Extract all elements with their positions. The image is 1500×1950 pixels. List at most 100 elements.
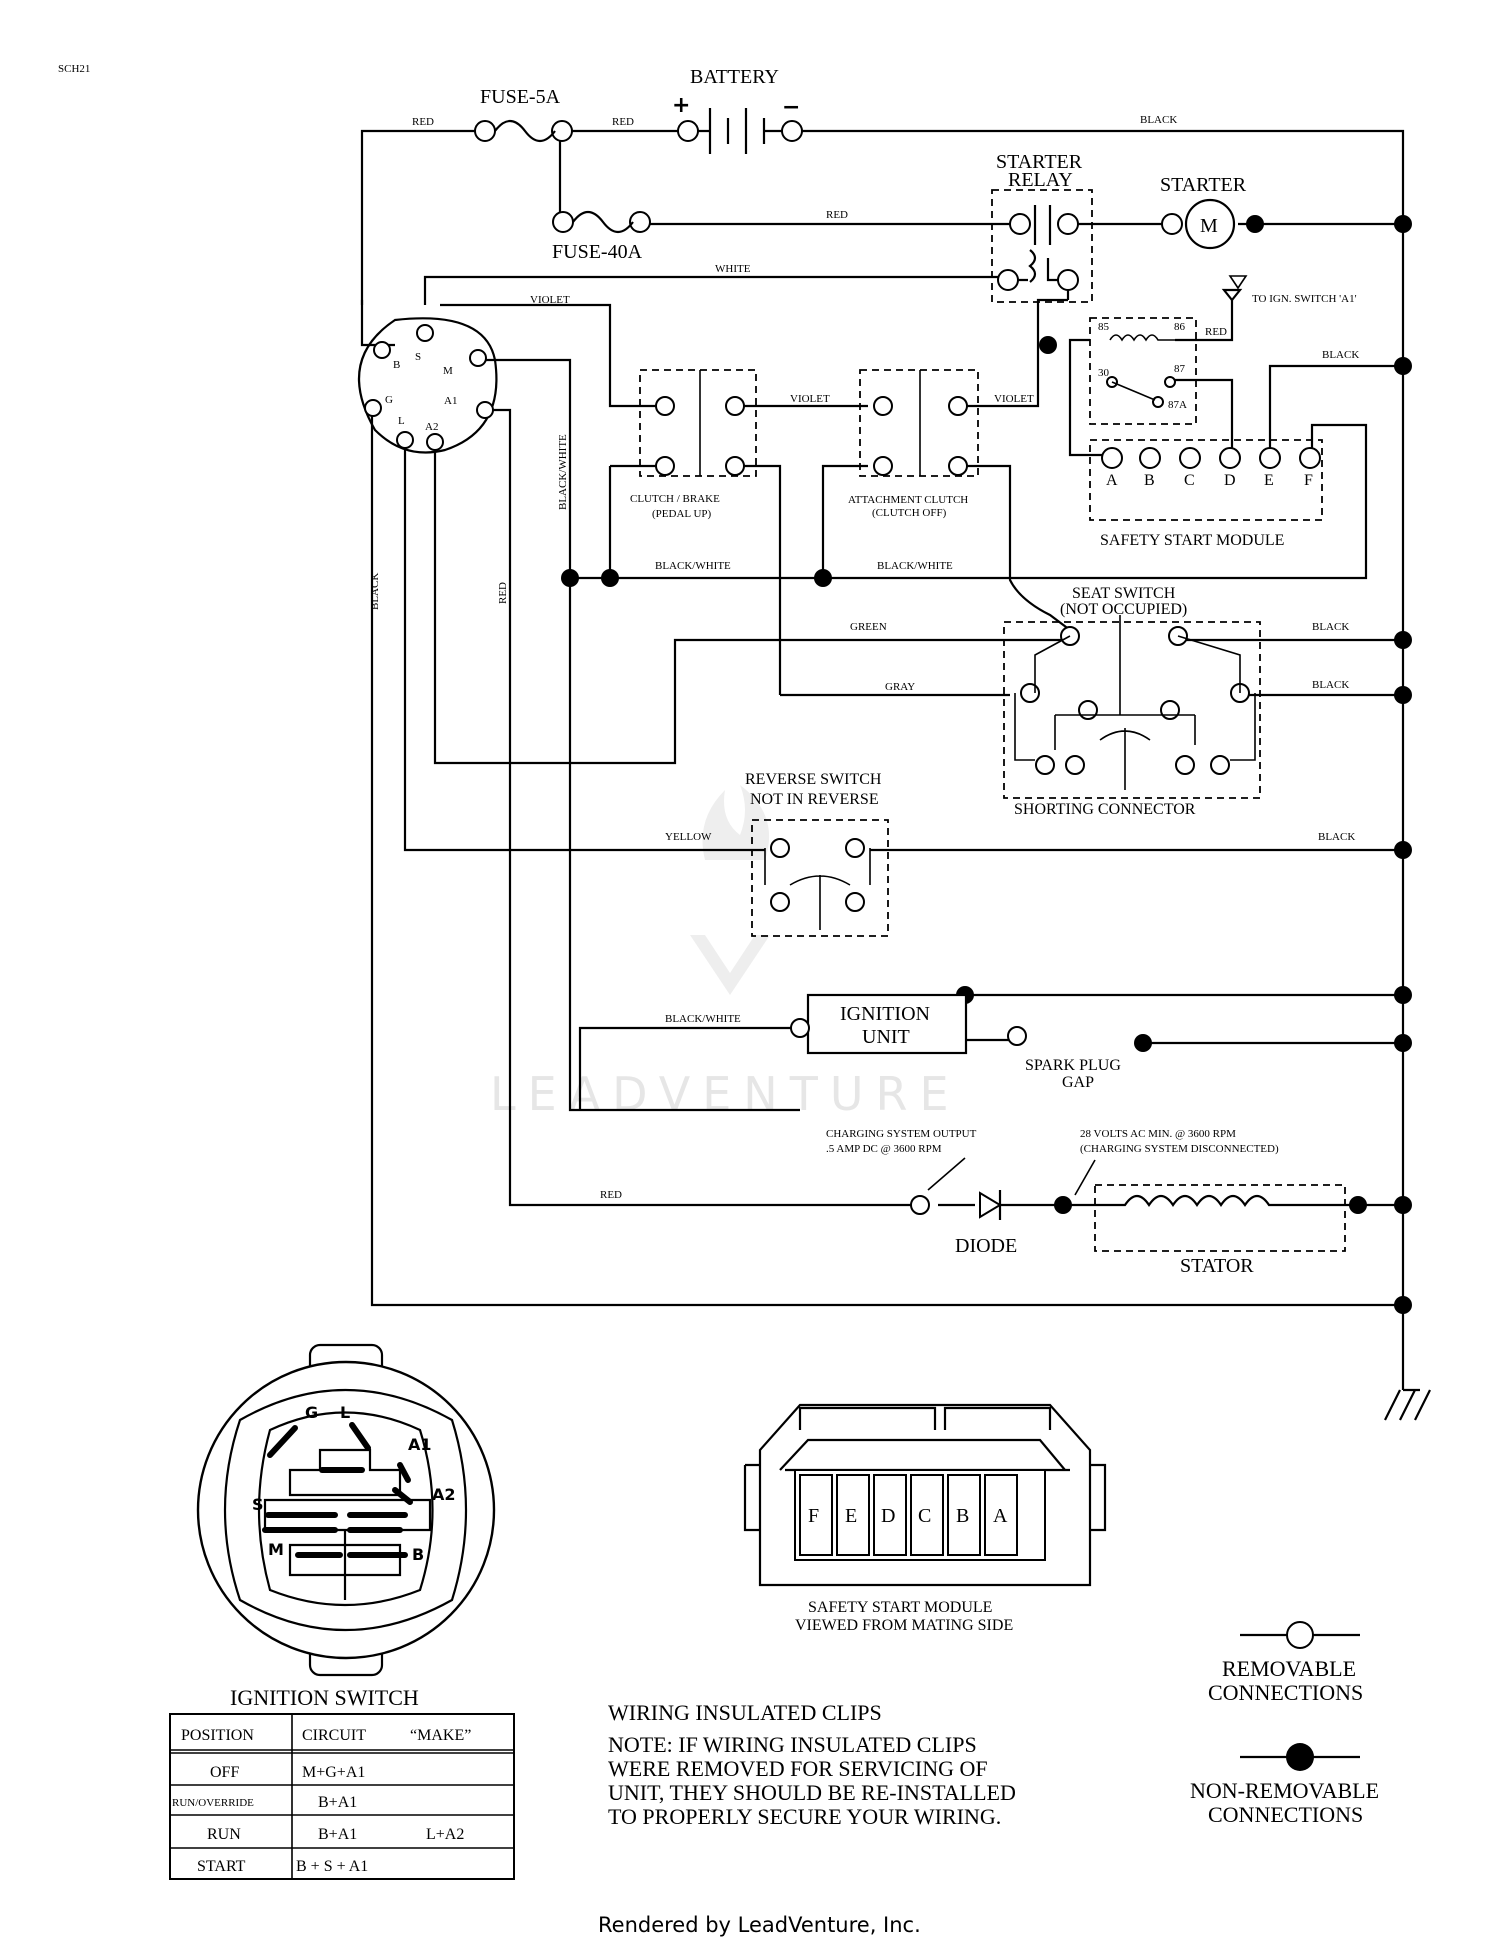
safety-relay: 85 86 30 87 87A bbox=[1089, 317, 1197, 425]
footer-credit: Rendered by LeadVenture, Inc. bbox=[598, 1913, 921, 1937]
svg-text:BLACK: BLACK bbox=[1140, 114, 1177, 126]
svg-text:B: B bbox=[1144, 472, 1155, 489]
svg-text:G: G bbox=[385, 394, 393, 406]
legend: REMOVABLE CONNECTIONS NON-REMOVABLE CONN… bbox=[1190, 1621, 1379, 1827]
svg-text:B + S + A1: B + S + A1 bbox=[296, 1858, 368, 1875]
svg-text:RUN: RUN bbox=[207, 1826, 241, 1843]
watermark: LEADVENTURE bbox=[490, 785, 961, 1121]
svg-text:BLACK: BLACK bbox=[369, 573, 381, 610]
svg-text:UNIT: UNIT bbox=[862, 1026, 910, 1048]
safety-start-module: A B C D E F SAFETY START MODULE bbox=[1089, 439, 1323, 549]
svg-text:WHITE: WHITE bbox=[715, 263, 751, 275]
svg-text:SAFETY START MODULE: SAFETY START MODULE bbox=[1100, 532, 1284, 549]
svg-text:(NOT OCCUPIED): (NOT OCCUPIED) bbox=[1060, 601, 1187, 618]
svg-text:STARTER: STARTER bbox=[1160, 174, 1247, 196]
svg-text:NON-REMOVABLE: NON-REMOVABLE bbox=[1190, 1778, 1379, 1803]
svg-text:D: D bbox=[881, 1505, 895, 1527]
svg-text:E: E bbox=[845, 1505, 857, 1527]
wiring-clips-note: WIRING INSULATED CLIPS NOTE: IF WIRING I… bbox=[608, 1700, 1016, 1829]
svg-text:87A: 87A bbox=[1168, 399, 1187, 411]
svg-text:BLACK/WHITE: BLACK/WHITE bbox=[877, 560, 953, 572]
svg-text:FUSE-40A: FUSE-40A bbox=[552, 241, 643, 263]
svg-text:GREEN: GREEN bbox=[850, 621, 887, 633]
svg-text:TO IGN. SWITCH 'A1': TO IGN. SWITCH 'A1' bbox=[1252, 293, 1357, 305]
svg-text:M+G+A1: M+G+A1 bbox=[302, 1764, 365, 1781]
ignition-switch-table: POSITION CIRCUIT “MAKE” OFF M+G+A1 RUN/O… bbox=[169, 1713, 515, 1880]
ign-switch-a1-tag: TO IGN. SWITCH 'A1' bbox=[1221, 275, 1357, 305]
svg-text:D: D bbox=[1224, 472, 1236, 489]
wires bbox=[360, 129, 1431, 1421]
starter-relay: STARTER RELAY bbox=[991, 151, 1093, 303]
svg-text:BLACK/WHITE: BLACK/WHITE bbox=[655, 560, 731, 572]
svg-text:B+A1: B+A1 bbox=[318, 1826, 357, 1843]
svg-text:L+A2: L+A2 bbox=[426, 1826, 464, 1843]
svg-text:START: START bbox=[197, 1858, 246, 1875]
svg-text:CLUTCH / BRAKE: CLUTCH / BRAKE bbox=[630, 493, 720, 505]
svg-text:BLACK: BLACK bbox=[1312, 679, 1349, 691]
svg-text:BLACK: BLACK bbox=[1322, 349, 1359, 361]
battery-minus-sign: − bbox=[782, 95, 800, 120]
svg-text:RUN/OVERRIDE: RUN/OVERRIDE bbox=[172, 1797, 254, 1809]
safety-start-module-view: F E D C B A SAFETY START MODULE VIEWED F… bbox=[743, 1403, 1107, 1634]
sheet-code: SCH21 bbox=[58, 63, 90, 75]
svg-text:RED: RED bbox=[412, 116, 434, 128]
svg-text:VIOLET: VIOLET bbox=[790, 393, 830, 405]
svg-text:(CLUTCH OFF): (CLUTCH OFF) bbox=[872, 507, 947, 519]
svg-text:B: B bbox=[956, 1505, 969, 1527]
svg-text:RED: RED bbox=[826, 209, 848, 221]
attachment-clutch-switch: ATTACHMENT CLUTCH (CLUTCH OFF) bbox=[848, 369, 979, 519]
svg-text:.5 AMP DC @ 3600 RPM: .5 AMP DC @ 3600 RPM bbox=[826, 1143, 942, 1155]
ignition-switch-face: G L A1 A2 S M B IGNITION SWITCH bbox=[196, 1343, 496, 1710]
svg-text:RED: RED bbox=[600, 1189, 622, 1201]
svg-text:VIOLET: VIOLET bbox=[994, 393, 1034, 405]
svg-text:CONNECTIONS: CONNECTIONS bbox=[1208, 1680, 1363, 1705]
svg-text:CIRCUIT: CIRCUIT bbox=[302, 1727, 366, 1744]
svg-text:GAP: GAP bbox=[1062, 1074, 1094, 1091]
svg-text:SEAT SWITCH: SEAT SWITCH bbox=[1072, 585, 1176, 602]
svg-text:RELAY: RELAY bbox=[1008, 169, 1073, 191]
svg-text:A2: A2 bbox=[425, 421, 438, 433]
svg-text:A1: A1 bbox=[408, 1435, 432, 1454]
ignition-switch-connector: B S M G A1 L A2 bbox=[357, 317, 498, 454]
svg-text:STATOR: STATOR bbox=[1180, 1255, 1254, 1277]
svg-text:B: B bbox=[393, 359, 400, 371]
watermark-text: LEADVENTURE bbox=[490, 1067, 961, 1121]
svg-text:(PEDAL UP): (PEDAL UP) bbox=[652, 508, 712, 520]
svg-text:A: A bbox=[1106, 472, 1118, 489]
svg-text:C: C bbox=[918, 1505, 931, 1527]
svg-text:VIEWED FROM MATING SIDE: VIEWED FROM MATING SIDE bbox=[795, 1617, 1013, 1634]
svg-text:FUSE-5A: FUSE-5A bbox=[480, 86, 561, 108]
svg-text:BLACK/WHITE: BLACK/WHITE bbox=[665, 1013, 741, 1025]
svg-text:M: M bbox=[443, 365, 453, 377]
svg-text:VIOLET: VIOLET bbox=[530, 294, 570, 306]
svg-text:L: L bbox=[340, 1403, 350, 1422]
battery: BATTERY + − bbox=[672, 66, 803, 154]
wire-color-labels: RED RED BLACK RED WHITE VIOLET VIOLET VI… bbox=[369, 114, 1359, 1201]
svg-text:WIRING INSULATED CLIPS: WIRING INSULATED CLIPS bbox=[608, 1700, 882, 1725]
svg-text:BLACK: BLACK bbox=[1318, 831, 1355, 843]
svg-text:30: 30 bbox=[1098, 367, 1110, 379]
svg-text:BLACK/WHITE: BLACK/WHITE bbox=[557, 434, 569, 510]
svg-text:28 VOLTS AC MIN. @ 3600 RPM: 28 VOLTS AC MIN. @ 3600 RPM bbox=[1080, 1128, 1236, 1140]
svg-text:NOTE: IF WIRING INSULATED CLI: NOTE: IF WIRING INSULATED CLIPS bbox=[608, 1732, 977, 1757]
svg-text:POSITION: POSITION bbox=[181, 1727, 254, 1744]
svg-text:CONNECTIONS: CONNECTIONS bbox=[1208, 1802, 1363, 1827]
svg-text:STARTER: STARTER bbox=[996, 151, 1083, 173]
svg-text:B+A1: B+A1 bbox=[318, 1794, 357, 1811]
stator: STATOR 28 VOLTS AC MIN. @ 3600 RPM (CHAR… bbox=[1074, 1128, 1346, 1277]
svg-text:GRAY: GRAY bbox=[885, 681, 915, 693]
svg-text:IGNITION: IGNITION bbox=[840, 1003, 930, 1025]
svg-text:SPARK PLUG: SPARK PLUG bbox=[1025, 1057, 1121, 1074]
svg-text:REMOVABLE: REMOVABLE bbox=[1222, 1656, 1356, 1681]
reverse-switch: REVERSE SWITCH NOT IN REVERSE bbox=[745, 771, 889, 937]
svg-text:C: C bbox=[1184, 472, 1195, 489]
battery-plus-sign: + bbox=[672, 93, 690, 118]
svg-text:OFF: OFF bbox=[210, 1764, 239, 1781]
svg-text:87: 87 bbox=[1174, 363, 1186, 375]
svg-text:ATTACHMENT CLUTCH: ATTACHMENT CLUTCH bbox=[848, 494, 968, 506]
svg-text:F: F bbox=[808, 1505, 819, 1527]
svg-text:85: 85 bbox=[1098, 321, 1110, 333]
svg-text:NOT IN REVERSE: NOT IN REVERSE bbox=[750, 791, 879, 808]
svg-text:BATTERY: BATTERY bbox=[690, 66, 779, 88]
